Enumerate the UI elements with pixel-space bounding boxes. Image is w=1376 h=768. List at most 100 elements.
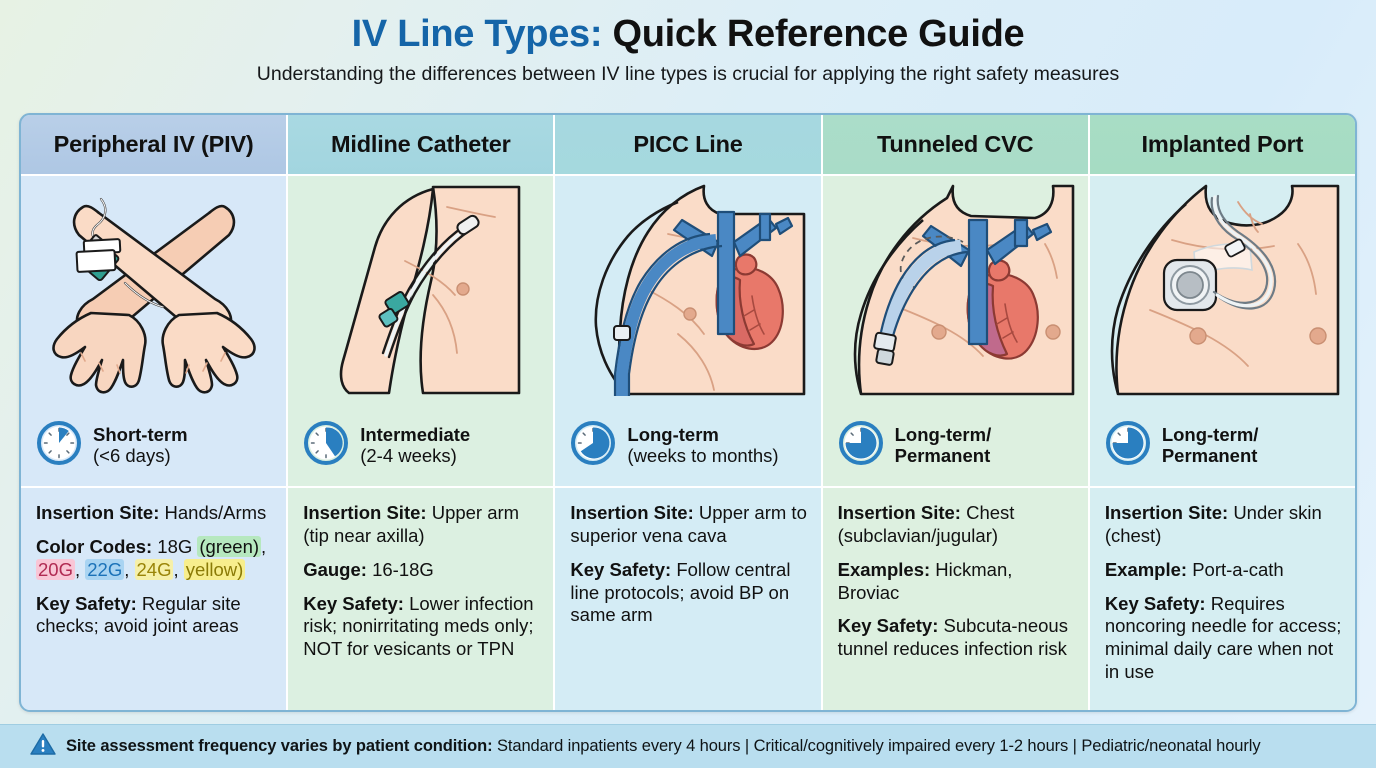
footer-rest-text: Standard inpatients every 4 hours | Crit… <box>492 737 1261 755</box>
detail-value: Subcuta-neous tunnel reduces infection r… <box>837 615 1068 660</box>
page-subtitle: Understanding the differences between IV… <box>256 62 1120 85</box>
detail-label: Key Safety: <box>570 558 672 580</box>
detail-value: Chest (subclavian/jugular) <box>837 502 1015 546</box>
detail-label: Examples: <box>837 558 931 580</box>
duration-secondary: Permanent <box>1161 445 1258 466</box>
detail-label: Gauge: <box>303 558 367 580</box>
torso-picc-to-vena-cava-illustration <box>555 176 821 404</box>
warning-triangle-icon <box>30 732 56 761</box>
column-header-midline-catheter: Midline Catheter <box>288 115 554 176</box>
page-title-rest: Quick Reference Guide <box>612 13 1025 55</box>
duration-secondary: (<6 days) <box>93 445 171 466</box>
details-tunneled-cvc: Insertion Site: Chest (subclavian/jugula… <box>822 488 1088 710</box>
detail-label: Insertion Site: <box>303 502 427 523</box>
duration-primary: Long-term/ <box>1161 423 1259 445</box>
page-header: IV Line Types: Quick Reference Guide Und… <box>0 0 1376 86</box>
detail-key-safety: Key Safety: Subcuta-neous tunnel reduces… <box>838 615 1076 661</box>
column-implanted-port[interactable]: Implanted Port <box>1089 115 1355 710</box>
duration-peripheral-iv: Short-term (<6 days) <box>21 404 287 488</box>
duration-text: Long-term/ Permanent <box>1162 424 1259 467</box>
column-peripheral-iv[interactable]: Peripheral IV (PIV) <box>21 115 289 710</box>
color-chip-blue: 22G <box>85 558 125 580</box>
detail-insertion-site: Insertion Site: Upper arm to superior ve… <box>570 502 808 548</box>
footer-note-bar: Site assessment frequency varies by pati… <box>0 724 1376 768</box>
detail-gauge: Gauge: 16-18G <box>303 559 541 582</box>
table-columns: Peripheral IV (PIV) <box>21 115 1355 710</box>
detail-label: Insertion Site: <box>36 502 160 523</box>
detail-value: Follow central line protocols; avoid BP … <box>570 558 791 626</box>
detail-label: Key Safety: <box>837 615 939 637</box>
detail-insertion-site: Insertion Site: Upper arm (tip near axil… <box>303 502 541 548</box>
upper-arm-midline-catheter-illustration <box>288 176 554 404</box>
column-midline-catheter[interactable]: Midline Catheter <box>288 115 556 710</box>
detail-value: Lower infection risk; nonirritating meds… <box>303 592 534 660</box>
detail-insertion-site: Insertion Site: Under skin (chest) <box>1105 502 1343 548</box>
detail-value: Under skin (chest) <box>1104 502 1322 546</box>
duration-primary: Short-term <box>93 423 188 445</box>
detail-example: Example: Port-a-cath <box>1105 559 1343 582</box>
duration-text: Long-term/ Permanent <box>895 424 992 467</box>
detail-key-safety: Key Safety: Requires noncoring needle fo… <box>1105 593 1343 684</box>
color-code-prefix: 18G <box>157 535 198 557</box>
column-tunneled-cvc[interactable]: Tunneled CVC <box>822 115 1090 710</box>
detail-value: 16-18G <box>372 558 434 580</box>
column-header-picc-line: PICC Line <box>555 115 821 176</box>
color-chip-green: (green) <box>197 535 262 557</box>
detail-color-codes: Color Codes: 18G (green), 20G, 22G, 24G,… <box>36 535 267 580</box>
color-chip-yellow: 24G <box>134 558 174 580</box>
detail-value: Requires noncoring needle for access; mi… <box>1104 592 1342 683</box>
detail-value: Upper arm (tip near axilla) <box>303 502 520 546</box>
detail-examples: Examples: Hickman, Broviac <box>838 559 1076 605</box>
duration-secondary: Permanent <box>894 445 991 466</box>
detail-value: Regular site checks; avoid joint areas <box>36 592 241 637</box>
detail-value: Port-a-cath <box>1192 558 1284 580</box>
color-chip-pink: 20G <box>36 558 75 580</box>
column-header-implanted-port: Implanted Port <box>1089 115 1355 176</box>
detail-label: Insertion Site: <box>1104 502 1229 523</box>
page-title: IV Line Types: Quick Reference Guide <box>0 12 1376 57</box>
duration-primary: Intermediate <box>360 423 471 445</box>
detail-label: Color Codes: <box>36 535 153 557</box>
detail-label: Key Safety: <box>1104 592 1206 614</box>
detail-insertion-site: Insertion Site: Chest (subclavian/jugula… <box>838 502 1076 548</box>
detail-key-safety: Key Safety: Lower infection risk; nonirr… <box>303 593 541 662</box>
iv-line-comparison-table: Peripheral IV (PIV) <box>19 113 1357 712</box>
detail-label: Key Safety: <box>36 592 137 614</box>
clock-icon <box>570 420 616 471</box>
duration-tunneled-cvc: Long-term/ Permanent <box>822 404 1088 488</box>
duration-text: Short-term (<6 days) <box>93 424 188 467</box>
color-chip-yellow-label: yellow) <box>183 558 246 580</box>
details-peripheral-iv: Insertion Site: Hands/Arms Color Codes: … <box>21 488 287 710</box>
detail-insertion-site: Insertion Site: Hands/Arms <box>36 502 274 525</box>
clock-icon <box>1105 420 1151 471</box>
duration-secondary: (2-4 weeks) <box>360 445 457 466</box>
duration-implanted-port: Long-term/ Permanent <box>1089 404 1355 488</box>
clock-icon <box>36 420 82 471</box>
duration-primary: Long-term <box>627 423 719 445</box>
footer-bold-text: Site assessment frequency varies by pati… <box>66 737 493 755</box>
detail-value: Hands/Arms <box>164 502 267 523</box>
detail-label: Insertion Site: <box>570 502 694 523</box>
detail-label: Key Safety: <box>303 592 404 614</box>
crossed-arms-with-cannula-illustration <box>21 176 287 404</box>
detail-value: Upper arm to superior vena cava <box>570 502 807 546</box>
column-picc-line[interactable]: PICC Line <box>555 115 823 710</box>
page-title-accent: IV Line Types: <box>351 13 603 55</box>
duration-text: Long-term (weeks to months) <box>627 424 778 467</box>
detail-value: Hickman, Broviac <box>837 558 1013 603</box>
details-picc-line: Insertion Site: Upper arm to superior ve… <box>555 488 821 710</box>
duration-midline-catheter: Intermediate (2-4 weeks) <box>288 404 554 488</box>
footer-text: Site assessment frequency varies by pati… <box>66 737 1261 756</box>
clock-icon <box>303 420 349 471</box>
duration-text: Intermediate (2-4 weeks) <box>360 424 470 467</box>
detail-label: Insertion Site: <box>837 502 961 523</box>
chest-implanted-port-illustration <box>1089 176 1355 404</box>
details-implanted-port: Insertion Site: Under skin (chest) Examp… <box>1089 488 1355 710</box>
column-header-tunneled-cvc: Tunneled CVC <box>822 115 1088 176</box>
detail-label: Example: <box>1104 558 1188 580</box>
duration-secondary: (weeks to months) <box>627 445 779 466</box>
chest-tunneled-cvc-illustration <box>822 176 1088 404</box>
duration-picc-line: Long-term (weeks to months) <box>555 404 821 488</box>
clock-icon <box>838 420 884 471</box>
duration-primary: Long-term/ <box>894 423 992 445</box>
